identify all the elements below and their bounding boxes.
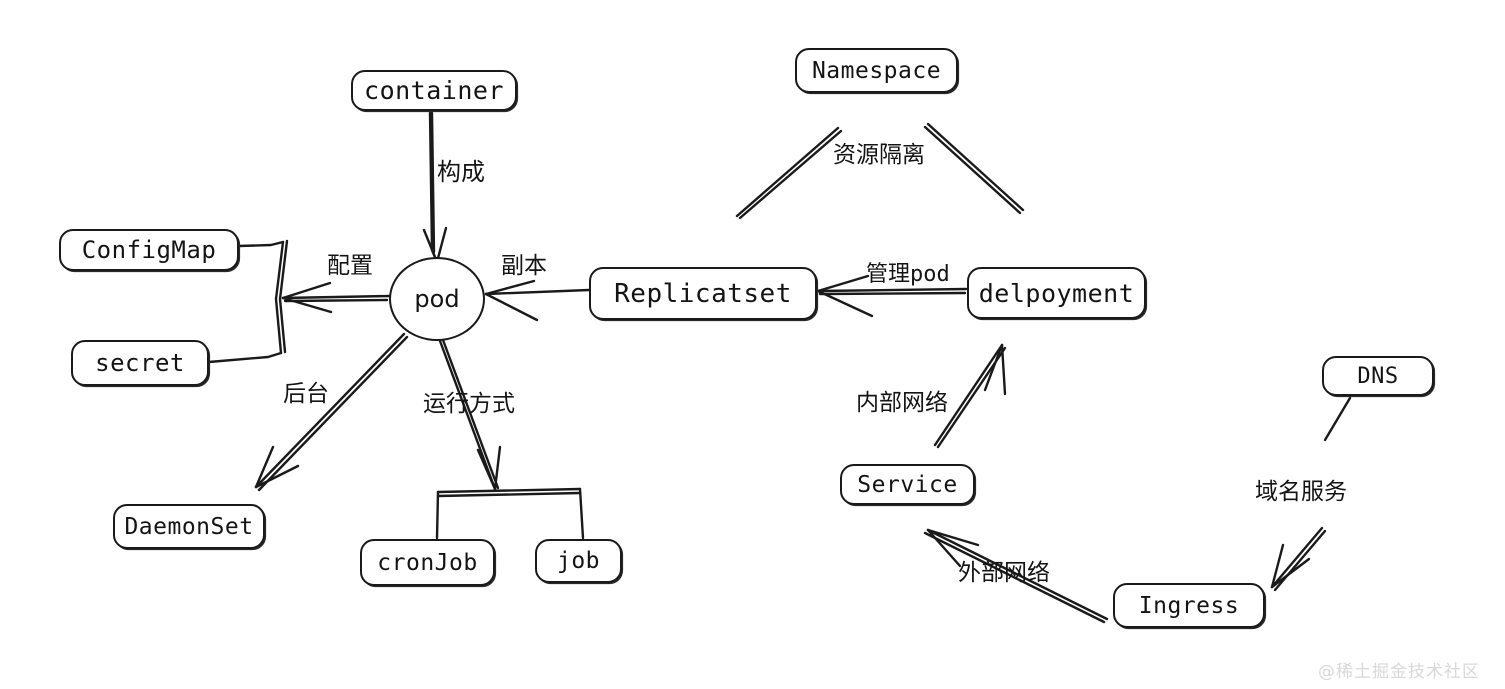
edge-pod-to-daemonset [254,332,409,492]
node-delpoyment[interactable]: delpoyment [967,267,1146,319]
edge-label-yunxingfangshi: 运行方式 [423,391,515,417]
node-label-dns: DNS [1357,363,1399,389]
node-configmap[interactable]: ConfigMap [59,229,239,271]
node-label-daemonset: DaemonSet [124,513,254,540]
node-namespace[interactable]: Namespace [795,48,958,93]
edge-label-gouchang: 构成 [437,158,485,186]
node-pod[interactable]: pod [389,257,485,341]
edge-replicatset-to-pod [484,279,591,322]
node-label-configmap: ConfigMap [81,236,217,264]
edge-label-waibuwangluo: 外部网络 [958,560,1050,586]
node-service[interactable]: Service [840,464,975,505]
edge-label-ziyuangeli: 资源隔离 [833,142,925,168]
edge-config-arrow [281,281,391,314]
node-container[interactable]: container [351,70,517,111]
edge-label-houtai: 后台 [283,381,329,407]
node-label-container: container [364,76,504,105]
edge-namespace-legs [735,122,1025,220]
edge-label-neibuwangluo: 内部网络 [856,390,948,416]
node-job[interactable]: job [535,539,622,583]
node-dns[interactable]: DNS [1322,356,1434,396]
node-label-replicatset: Replicatset [614,278,792,309]
node-ingress[interactable]: Ingress [1113,583,1265,628]
node-label-delpoyment: delpoyment [978,278,1135,308]
node-label-secret: secret [95,349,185,377]
watermark: @稀土掘金技术社区 [1318,662,1480,682]
node-label-namespace: Namespace [811,57,942,84]
node-label-ingress: Ingress [1138,592,1240,619]
jobs-bracket [435,487,585,540]
node-replicatset[interactable]: Replicatset [589,267,817,320]
edge-container-to-pod [422,111,448,264]
node-label-job: job [556,548,601,574]
node-label-cronjob: cronJob [377,549,478,576]
edge-label-guanlipod: 管理pod [866,262,950,287]
node-secret[interactable]: secret [71,340,209,386]
node-label-service: Service [857,471,958,498]
node-label-pod: pod [414,285,460,313]
node-cronjob[interactable]: cronJob [360,539,495,586]
edge-label-fuben: 副本 [501,253,547,279]
edge-label-yumingfuwu: 域名服务 [1255,479,1347,505]
node-daemonset[interactable]: DaemonSet [113,504,265,549]
edge-label-peizhi: 配置 [327,253,373,279]
